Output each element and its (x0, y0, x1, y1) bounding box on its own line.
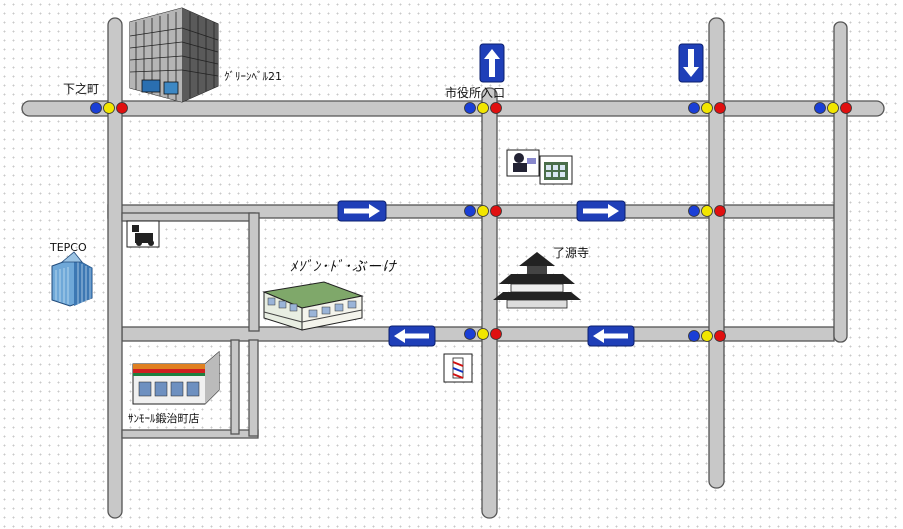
label-shimonocho: 下之町 (63, 82, 100, 96)
label-green-bell: ｸﾞﾘｰﾝﾍﾞﾙ21 (224, 70, 282, 83)
one-way-signs (337, 43, 704, 347)
road-top (21, 100, 885, 117)
traffic-signal-icon (688, 205, 726, 217)
roads (21, 17, 885, 519)
one-way-arrow-icon (337, 200, 387, 222)
traffic-signal-icon (688, 330, 726, 342)
police-box-icon (126, 220, 160, 248)
traffic-signal-icon (464, 328, 502, 340)
road-far-right-vertical (833, 21, 848, 343)
apartment-icon (262, 281, 364, 331)
lane-bottom-right (248, 339, 259, 437)
barber-pole-icon (443, 353, 473, 383)
traffic-signal-icon (688, 102, 726, 114)
label-ryogenji: 了源寺 (553, 246, 590, 260)
traffic-signal-icon (814, 102, 852, 114)
one-way-arrow-icon (576, 200, 626, 222)
one-way-arrow-icon (678, 43, 704, 83)
lane-left-side (248, 212, 260, 332)
post-office-icon (539, 155, 573, 185)
lane-left-block (121, 212, 256, 222)
office-building-icon (51, 251, 93, 307)
road-right-vertical (708, 17, 725, 489)
road-center-vertical (481, 87, 498, 519)
traffic-signal-icon (464, 102, 502, 114)
label-tepco: TEPCO (50, 241, 87, 254)
supermarket-icon (132, 350, 220, 405)
traffic-signal-icon (90, 102, 128, 114)
one-way-arrow-icon (587, 325, 635, 347)
office-tower-icon (129, 7, 219, 103)
label-maison: ﾒｿﾞﾝ･ﾄﾞ･ぶーけ (290, 259, 397, 275)
one-way-arrow-icon (388, 325, 436, 347)
traffic-signals (90, 102, 852, 342)
lane-bottom-inner (230, 339, 240, 435)
traffic-signal-icon (464, 205, 502, 217)
temple-icon (493, 252, 581, 309)
police-box-icon (506, 149, 540, 177)
one-way-arrow-icon (479, 43, 505, 83)
road-left-vertical (107, 17, 123, 519)
label-sunmall: ｻﾝﾓｰﾙ鍛治町店 (128, 412, 200, 425)
label-city-hall-entrance: 市役所入口 (445, 86, 506, 100)
